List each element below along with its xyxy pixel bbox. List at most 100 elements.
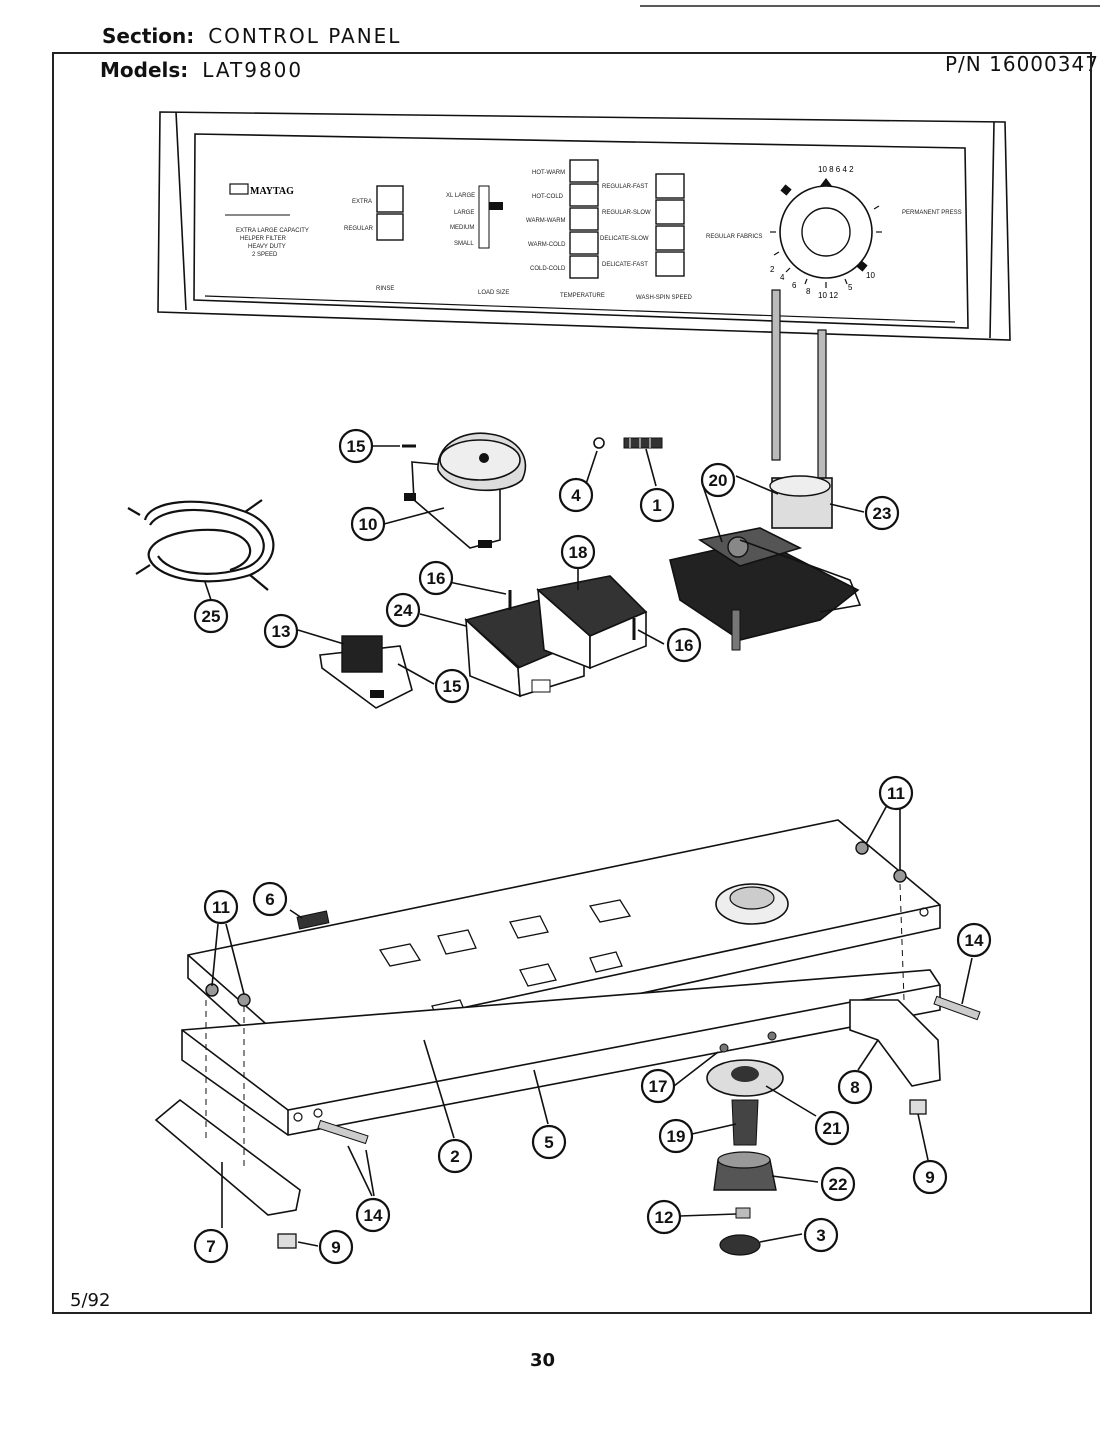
callout-2: 2 [437, 1138, 473, 1174]
temperature-selector[interactable]: HOT-WARM HOT-COLD WARM-WARM WARM-COLD CO… [526, 159, 605, 299]
callout-1: 1 [639, 487, 675, 523]
callout-22-label: 22 [829, 1175, 848, 1194]
temp-hot-cold-button[interactable] [569, 183, 599, 207]
rinse-selector[interactable]: EXTRA REGULAR RINSE [344, 185, 404, 292]
callout-23-label: 23 [873, 504, 892, 523]
temp-warm-warm-button[interactable] [569, 207, 599, 231]
svg-text:10 12: 10 12 [818, 291, 839, 300]
temp-caption: TEMPERATURE [560, 293, 605, 299]
callout-12-label: 12 [655, 1208, 674, 1227]
callout-4-label: 4 [571, 486, 581, 505]
svg-text:5: 5 [848, 283, 853, 292]
callout-25-label: 25 [202, 607, 221, 626]
callout-15b: 15 [434, 668, 470, 704]
callout-8-label: 8 [850, 1078, 859, 1097]
callout-9a-label: 9 [925, 1168, 934, 1187]
control-panel-illustration: MAYTAG EXTRA LARGE CAPACITY HELPER FILTE… [157, 111, 1011, 341]
callout-12: 12 [646, 1199, 682, 1235]
section-value: CONTROL PANEL [208, 24, 402, 48]
svg-text:2: 2 [770, 265, 775, 274]
callout-6: 6 [252, 881, 288, 917]
brand-text: MAYTAG [250, 186, 294, 197]
capacity-line-2: HELPER FILTER [240, 236, 287, 242]
temp-label-4: WARM-COLD [528, 242, 566, 248]
load-large-label: LARGE [454, 210, 474, 216]
callout-5-label: 5 [544, 1133, 553, 1152]
callout-10: 10 [350, 506, 386, 542]
callout-layer: 1510412023251618241613151161114251721819… [193, 428, 992, 1265]
callout-25: 25 [193, 598, 229, 634]
load-size-slider[interactable] [478, 185, 490, 249]
callout-19: 19 [658, 1118, 694, 1154]
callout-15b-label: 15 [443, 677, 462, 696]
temp-cold-cold-button[interactable] [569, 255, 599, 279]
callout-10-label: 10 [359, 515, 378, 534]
retainer-ring-part [593, 437, 605, 449]
page-number: 30 [530, 1350, 556, 1371]
callout-1-label: 1 [652, 496, 661, 515]
dial-regular-fabrics-label: REGULAR FABRICS [706, 234, 762, 240]
temp-warm-cold-button[interactable] [569, 231, 599, 255]
speed-label-2: REGULAR-SLOW [602, 210, 651, 216]
knob-assembly [706, 1031, 784, 1256]
section-line: Section: CONTROL PANEL [102, 24, 401, 48]
callout-21-label: 21 [823, 1119, 842, 1138]
switch-assembly-part [769, 289, 833, 529]
callout-20-label: 20 [709, 471, 728, 490]
callout-21: 21 [814, 1110, 850, 1146]
speed-regular-fast-button[interactable] [655, 173, 685, 199]
load-medium-label: MEDIUM [450, 225, 474, 231]
callout-9b: 9 [318, 1229, 354, 1265]
knob-spring-part [731, 1099, 759, 1146]
callout-23: 23 [864, 495, 900, 531]
callout-13-label: 13 [272, 622, 291, 641]
callout-15a: 15 [338, 428, 374, 464]
timer-motor-part [404, 432, 527, 549]
callout-15a-label: 15 [347, 437, 366, 456]
speed-delicate-slow-button[interactable] [655, 225, 685, 251]
temp-hot-warm-button[interactable] [569, 159, 599, 183]
callout-3-label: 3 [816, 1226, 825, 1245]
callout-24-label: 24 [394, 601, 413, 620]
rinse-extra-label: EXTRA [352, 199, 372, 205]
speed-delicate-fast-button[interactable] [655, 251, 685, 277]
models-label: Models: [100, 58, 189, 82]
capacity-line-1: EXTRA LARGE CAPACITY [236, 228, 309, 234]
callout-22: 22 [820, 1166, 856, 1202]
callout-18: 18 [560, 534, 596, 570]
callout-11a: 11 [878, 775, 914, 811]
load-xl-label: XL LARGE [446, 193, 475, 199]
cycle-timer-dial[interactable]: 10 8 6 4 2 2 4 6 8 10 12 5 10 REGULAR FA… [706, 165, 962, 300]
rinse-regular-button[interactable] [376, 213, 404, 241]
load-size-knob[interactable] [489, 202, 503, 210]
temp-label-2: HOT-COLD [532, 194, 564, 200]
speed-regular-slow-button[interactable] [655, 199, 685, 225]
rinse-caption: RINSE [376, 286, 394, 292]
load-size-selector[interactable]: XL LARGE LARGE MEDIUM SMALL LOAD SIZE [446, 185, 509, 296]
panel-frame-assembly [154, 819, 981, 1249]
rinse-regular-label: REGULAR [344, 226, 374, 232]
callout-17-label: 17 [649, 1077, 668, 1096]
capacity-line-3: HEAVY DUTY [248, 244, 286, 250]
callout-16b: 16 [666, 627, 702, 663]
models-line: Models:LAT9800 [100, 58, 303, 82]
rinse-extra-button[interactable] [376, 185, 404, 213]
maytag-logo: MAYTAG [229, 183, 294, 197]
timer-knob[interactable] [801, 207, 851, 257]
callout-7-label: 7 [206, 1237, 215, 1256]
temp-label-3: WARM-WARM [526, 218, 566, 224]
svg-text:6: 6 [792, 281, 797, 290]
callout-20: 20 [700, 462, 736, 498]
knob-clip-part [735, 1207, 751, 1219]
callout-11b-label: 11 [212, 898, 230, 917]
part-number: P/N 16000347 [945, 52, 1099, 76]
wash-spin-speed-selector[interactable]: REGULAR-FAST REGULAR-SLOW DELICATE-SLOW … [600, 173, 692, 301]
svg-text:10 8 6 4 2: 10 8 6 4 2 [818, 165, 854, 174]
callout-14a: 14 [956, 922, 992, 958]
speed-label-1: REGULAR-FAST [602, 184, 648, 190]
speed-label-3: DELICATE-SLOW [600, 236, 649, 242]
footer-date: 5/92 [70, 1290, 111, 1311]
callout-7: 7 [193, 1228, 229, 1264]
section-label: Section: [102, 24, 195, 48]
